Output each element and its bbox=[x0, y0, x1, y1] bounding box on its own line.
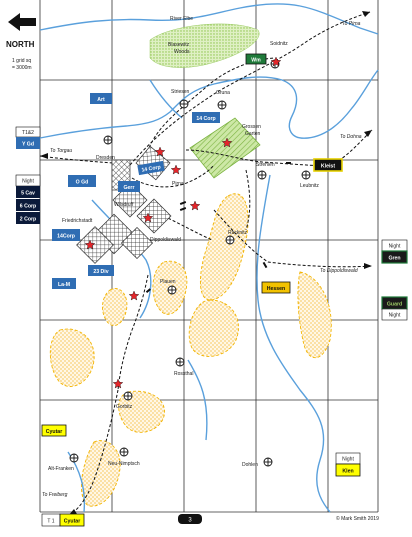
svg-text:Gerr: Gerr bbox=[124, 185, 135, 191]
turn-marker-t1-2: T1&2 bbox=[22, 130, 34, 136]
svg-text:14Corp: 14Corp bbox=[57, 234, 75, 240]
place-striesen: Striesen bbox=[171, 89, 190, 95]
combat-star-icon bbox=[142, 212, 154, 223]
svg-text:14 Corp: 14 Corp bbox=[196, 116, 215, 122]
place-plauen: Plauen bbox=[160, 279, 176, 285]
place-leubnitz: Leubnitz bbox=[300, 183, 319, 189]
combat-star-icon bbox=[270, 56, 282, 67]
combat-star-icon bbox=[154, 146, 166, 157]
svg-text:Wm: Wm bbox=[251, 58, 261, 64]
combat-star-icon bbox=[221, 137, 233, 148]
rivers bbox=[39, 3, 379, 513]
place-garten: Garten bbox=[245, 131, 261, 137]
place-racknitz: Racknitz bbox=[228, 230, 248, 236]
unit-hessen[interactable]: Hessen bbox=[261, 281, 291, 294]
svg-text:23 Div: 23 Div bbox=[93, 269, 108, 275]
unit-14-corp-north[interactable]: 14 Corp bbox=[192, 112, 220, 123]
svg-text:2 Corp: 2 Corp bbox=[20, 217, 36, 223]
place-to-dohna: To Dohna bbox=[340, 134, 362, 140]
place-gorbitz: Gorbitz bbox=[116, 404, 133, 410]
svg-text:O Gd: O Gd bbox=[76, 180, 89, 186]
unit-la-m[interactable]: La-M bbox=[52, 278, 76, 289]
roads bbox=[39, 11, 373, 517]
place-dippoldiswald: Dippoldiswald bbox=[150, 237, 181, 243]
place-grossen: Grossen bbox=[242, 124, 261, 130]
svg-text:Klen: Klen bbox=[342, 469, 353, 475]
unit-cyutar-west[interactable]: Cyutar bbox=[41, 424, 67, 437]
credit-text: © Mark Smith 2019 bbox=[336, 515, 379, 522]
svg-text:Y Gd: Y Gd bbox=[22, 142, 34, 148]
place-blasewitz: Blasewitz bbox=[168, 42, 190, 48]
unit-gerr[interactable]: Gerr bbox=[118, 181, 140, 192]
place-dresden: Dresden bbox=[96, 155, 115, 161]
svg-text:Cyutar: Cyutar bbox=[64, 519, 80, 525]
place-gruna: Gruna bbox=[216, 90, 230, 96]
svg-text:6 Corp: 6 Corp bbox=[20, 204, 36, 210]
north-label: NORTH bbox=[6, 40, 35, 49]
unit-14-corp-center[interactable]: 14 Corp bbox=[137, 160, 165, 176]
svg-text:Hessen: Hessen bbox=[267, 286, 285, 292]
unit-guard[interactable]: Guard Night bbox=[381, 296, 408, 321]
combat-star-icon bbox=[128, 290, 140, 301]
place-friedrichstadt: Friedrichstadt bbox=[62, 218, 93, 224]
page-number: 3 bbox=[178, 514, 202, 524]
turn-marker-t1: T 1 bbox=[47, 519, 54, 525]
place-rossthal: Rossthal bbox=[174, 371, 193, 377]
combat-star-icon bbox=[84, 239, 96, 250]
scale-label-2: = 3000m bbox=[12, 65, 32, 71]
unit-14corp-west[interactable]: 14Corp bbox=[52, 229, 80, 241]
place-woods: Woods bbox=[174, 49, 190, 55]
turn-marker-night-lower-right: Night bbox=[342, 457, 354, 463]
blasewitz-woods bbox=[149, 23, 260, 68]
unit-kleist[interactable]: Kleist bbox=[313, 158, 343, 172]
svg-text:Guard: Guard bbox=[387, 302, 402, 308]
unit-klen[interactable]: Night Klen bbox=[335, 452, 361, 477]
unit-cyutar-bottom[interactable]: T 1 Cyutar bbox=[41, 513, 85, 527]
place-pirna-road: Pirna bbox=[172, 181, 184, 187]
unit-o-gd[interactable]: O Gd bbox=[68, 175, 96, 187]
place-wilsdruff: Wilsdruff bbox=[114, 202, 134, 208]
place-river-elbe: River Elbe bbox=[170, 16, 193, 22]
svg-text:14 Corp: 14 Corp bbox=[141, 164, 161, 173]
battery-marks bbox=[145, 162, 291, 294]
place-alt-franken: Alt-Franken bbox=[48, 466, 74, 472]
turn-marker-night-right-top: Night bbox=[389, 244, 401, 250]
turn-marker-night-right-bottom: Night bbox=[389, 313, 401, 319]
place-strehlen: Strehlen bbox=[256, 162, 275, 168]
place-neu-nimptsch: Neu-Nimptsch bbox=[108, 461, 140, 467]
svg-text:La-M: La-M bbox=[58, 282, 70, 288]
grossen-garten-area bbox=[189, 117, 261, 179]
combat-stars bbox=[84, 56, 282, 389]
svg-text:Kleist: Kleist bbox=[321, 164, 335, 170]
place-to-dippoldiswald: To Dippoldiswald bbox=[320, 268, 358, 274]
place-dohlen: Dohlen bbox=[242, 462, 258, 468]
place-to-pirna: To Pirna bbox=[342, 21, 361, 27]
combat-star-icon bbox=[170, 164, 182, 175]
north-arrow-icon bbox=[8, 13, 36, 31]
place-to-torgau: To Torgau bbox=[50, 148, 72, 154]
svg-text:Art: Art bbox=[97, 97, 105, 103]
combat-star-icon bbox=[189, 200, 201, 211]
unit-left-stack[interactable]: Night 5 Cav 6 Corp 2 Corp bbox=[15, 174, 41, 224]
unit-23-div[interactable]: 23 Div bbox=[88, 265, 114, 276]
unit-wm[interactable]: Wm bbox=[245, 53, 267, 65]
unit-y-gd[interactable]: T1&2 Y Gd bbox=[15, 126, 41, 149]
place-to-freiberg: To Freiberg bbox=[42, 492, 68, 498]
marsh-areas bbox=[49, 193, 332, 507]
combat-star-icon bbox=[112, 378, 124, 389]
svg-text:3: 3 bbox=[188, 518, 192, 524]
unit-art[interactable]: Art bbox=[90, 93, 112, 104]
svg-text:Cyutar: Cyutar bbox=[46, 429, 62, 435]
turn-marker-night-left: Night bbox=[22, 179, 34, 185]
svg-text:5 Cav: 5 Cav bbox=[21, 191, 35, 197]
svg-text:Gren: Gren bbox=[388, 256, 400, 262]
unit-gren[interactable]: Night Gren bbox=[381, 239, 408, 264]
scale-label-1: 1 grid sq bbox=[12, 58, 31, 64]
place-soidnitz: Soidnitz bbox=[270, 41, 288, 47]
